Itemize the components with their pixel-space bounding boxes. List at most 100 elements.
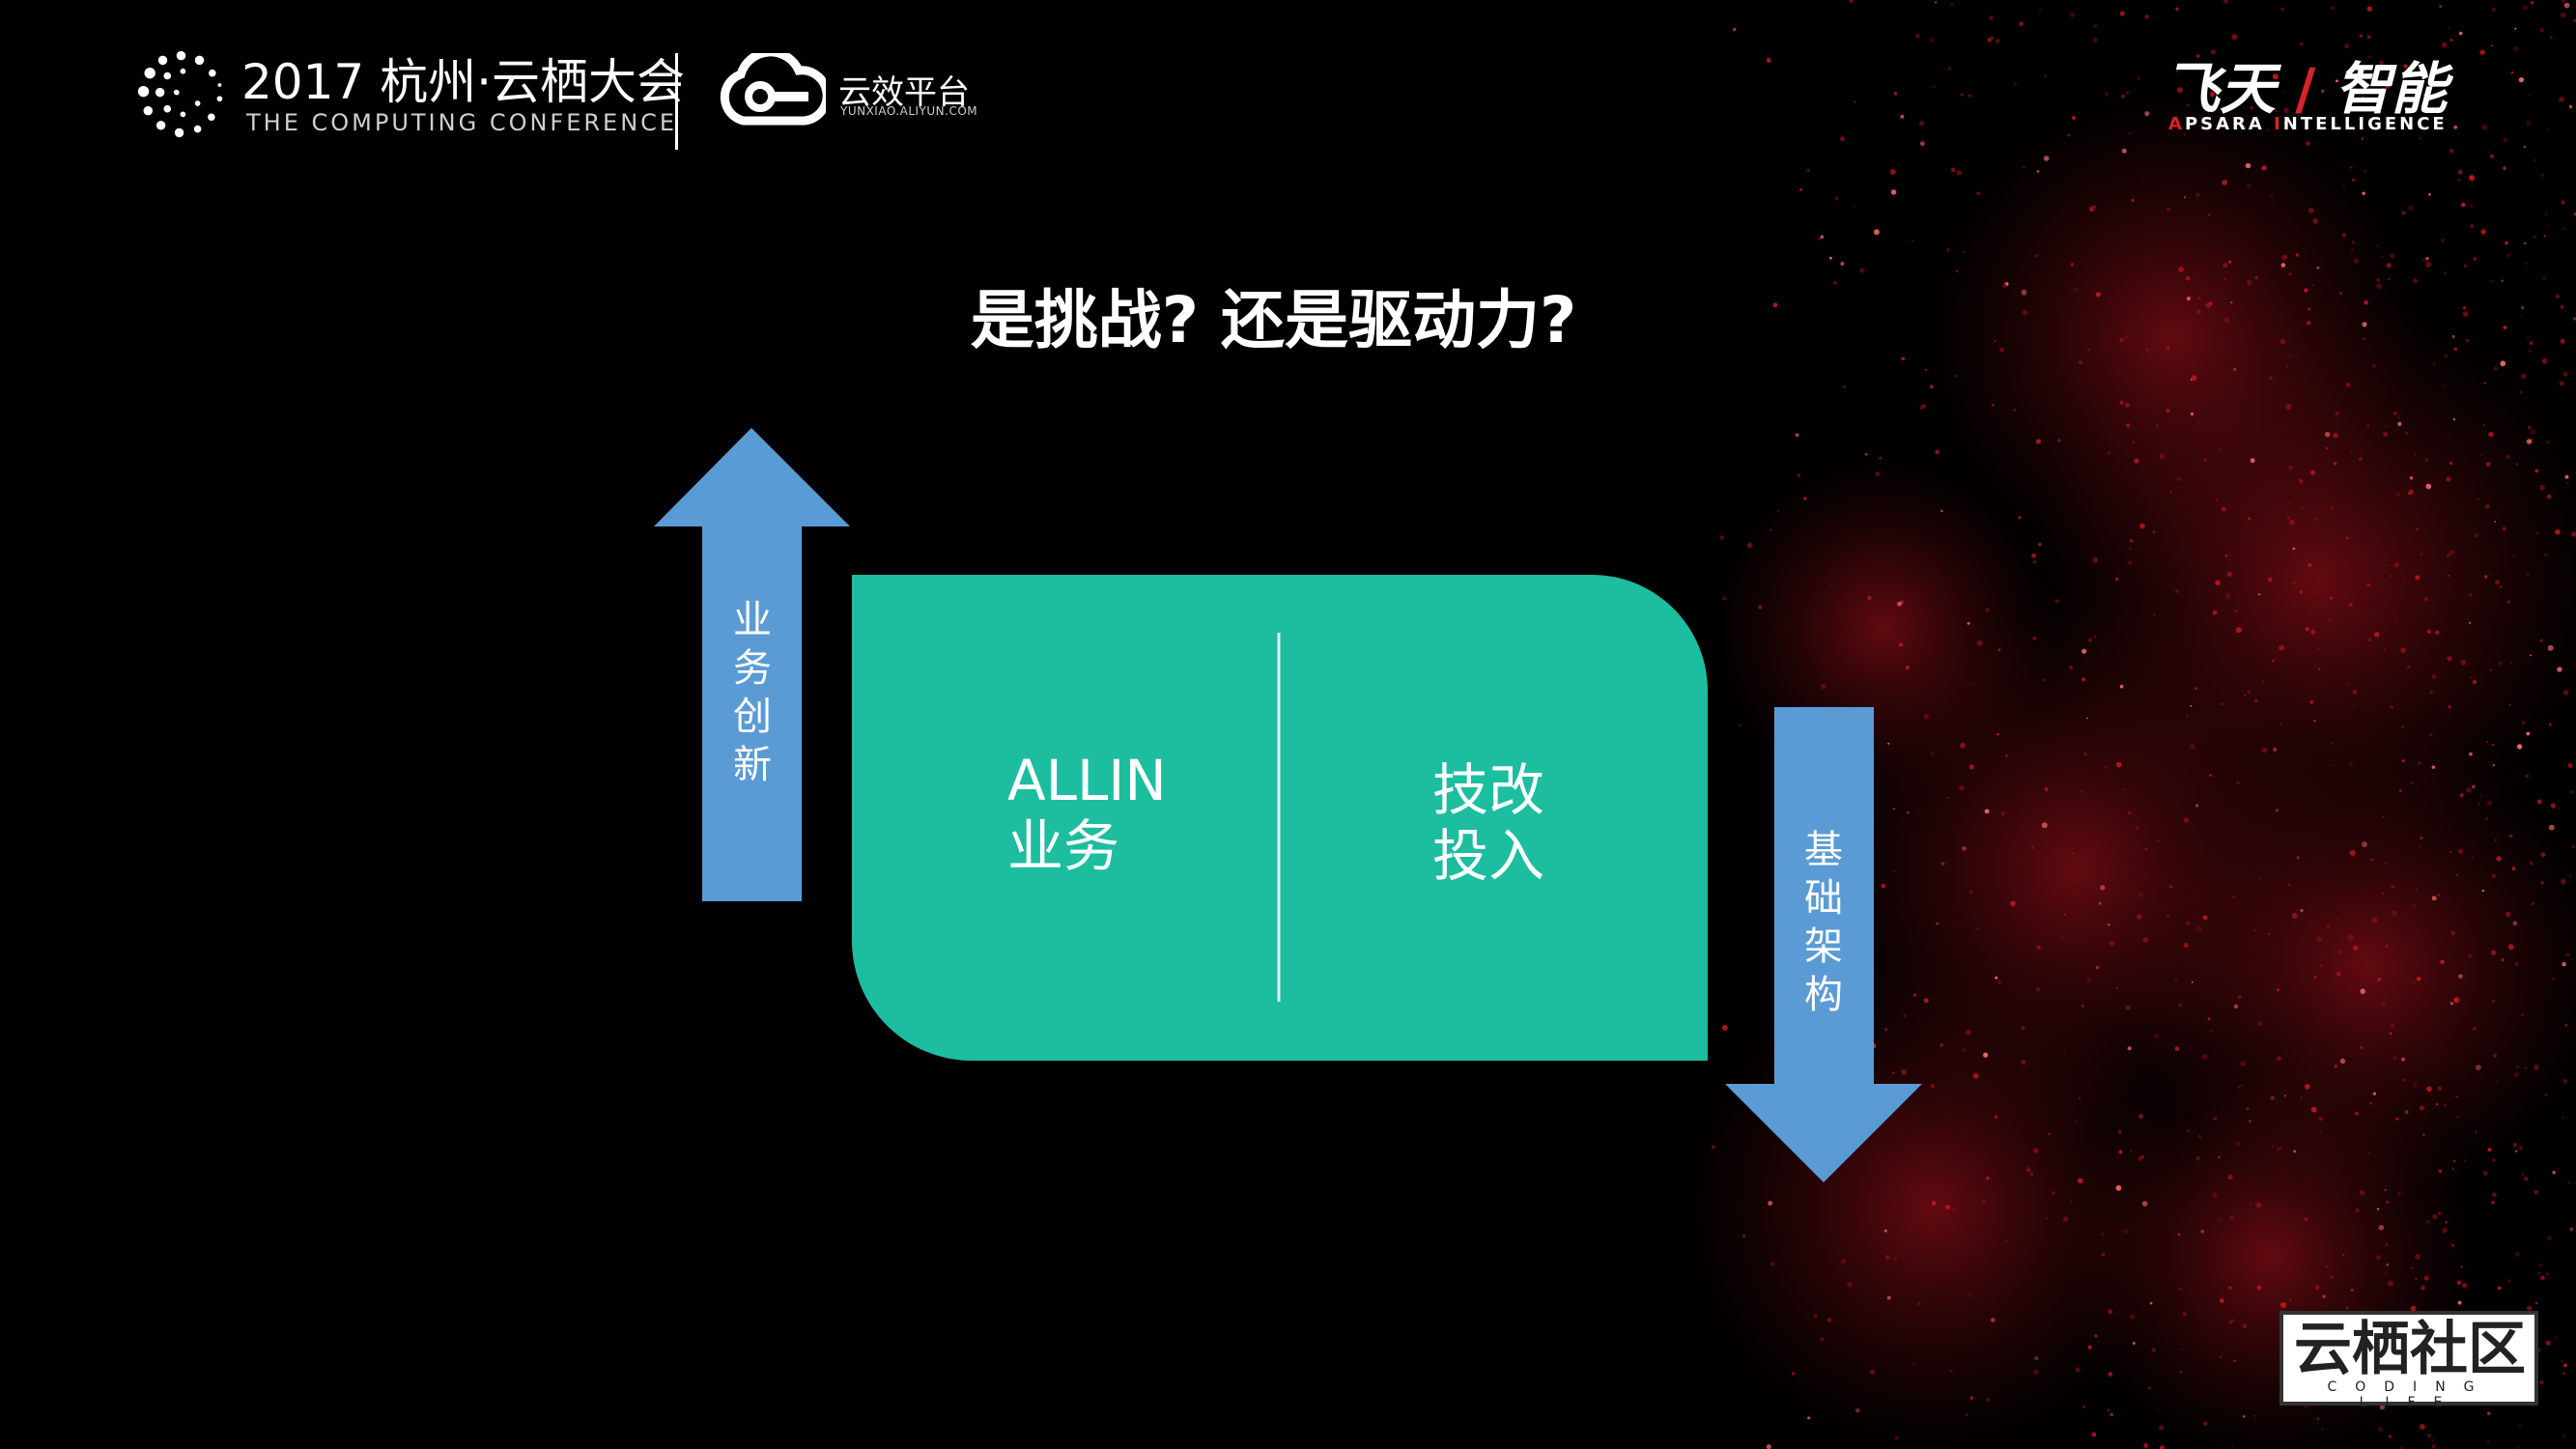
red-particle [2451, 335, 2455, 338]
red-particle [2310, 469, 2315, 475]
red-particle [1770, 1262, 1774, 1266]
red-particle [2213, 1116, 2218, 1121]
red-particle [1884, 1255, 1890, 1260]
red-particle [2378, 60, 2384, 66]
red-particle [2041, 822, 2048, 829]
red-particle [2457, 170, 2463, 175]
red-particle [2287, 502, 2290, 505]
red-particle [2081, 1004, 2084, 1008]
red-particle [2304, 1406, 2307, 1408]
red-particle [2362, 322, 2367, 327]
red-particle [2345, 382, 2351, 387]
red-particle [2331, 6, 2335, 10]
red-particle [2196, 309, 2201, 315]
red-particle [2261, 679, 2265, 684]
red-particle [2079, 360, 2083, 365]
red-particle [2072, 115, 2077, 121]
red-particle [2228, 1286, 2232, 1290]
red-particle [2421, 1300, 2424, 1303]
red-particle [2376, 278, 2380, 282]
red-particle [2493, 1053, 2497, 1058]
red-particle [2021, 289, 2027, 296]
red-particle [2292, 450, 2295, 453]
red-particle [2080, 790, 2082, 793]
red-particle [1989, 15, 1994, 20]
red-particle [2125, 423, 2131, 428]
red-particle [2131, 198, 2135, 202]
red-particle [2481, 124, 2488, 130]
red-particle [1821, 683, 1826, 690]
red-particle [2095, 965, 2100, 970]
red-particle [2092, 556, 2099, 563]
red-particle [2233, 1359, 2236, 1363]
red-particle [2437, 1211, 2442, 1215]
red-particle [2451, 1243, 2454, 1247]
red-particle [2039, 9, 2042, 12]
red-particle [2393, 619, 2397, 623]
red-particle [2300, 590, 2303, 594]
red-particle [2455, 1095, 2458, 1098]
red-particle [2277, 988, 2279, 992]
red-particle [2190, 412, 2194, 416]
red-particle [2428, 732, 2432, 737]
red-particle [2447, 554, 2449, 557]
red-particle [2420, 1285, 2426, 1291]
arrow-down-label: 基 础 架 构 [1795, 826, 1853, 1019]
red-particle [2092, 37, 2098, 43]
red-particle [2422, 94, 2424, 96]
red-particle [2475, 1130, 2477, 1133]
red-particle [1881, 883, 1886, 889]
red-particle [2419, 844, 2421, 847]
red-particle [2030, 846, 2034, 850]
red-particle [2094, 1334, 2098, 1338]
red-particle [2032, 637, 2037, 640]
red-particle [2363, 337, 2365, 340]
red-particle [2307, 321, 2311, 326]
red-particle [2100, 1232, 2105, 1236]
red-particle [1854, 100, 1856, 103]
red-particle [2524, 263, 2528, 266]
red-particle [2240, 1085, 2243, 1087]
red-particle [2397, 421, 2402, 426]
red-particle [2442, 1227, 2449, 1234]
red-particle [2137, 892, 2143, 897]
red-particle [1853, 206, 1855, 208]
red-particle [2561, 878, 2566, 885]
red-particle [2185, 275, 2191, 281]
red-particle [2108, 923, 2110, 926]
red-particle [2207, 1017, 2211, 1021]
red-particle [2037, 542, 2042, 547]
red-particle [1923, 998, 1929, 1004]
red-particle [2567, 763, 2573, 768]
red-particle [2098, 901, 2102, 905]
red-particle [2462, 306, 2467, 310]
red-particle [2487, 1148, 2492, 1152]
business-label: 业务 [1007, 813, 1120, 879]
red-particle [2401, 759, 2405, 763]
red-particle [2537, 1271, 2541, 1275]
red-particle [2477, 803, 2480, 805]
red-particle [2465, 1012, 2468, 1015]
red-particle [2460, 947, 2462, 950]
red-particle [2564, 1023, 2568, 1027]
red-particle [2506, 253, 2511, 258]
red-particle [2119, 11, 2125, 16]
red-particle [2322, 1294, 2326, 1298]
red-particle [2386, 263, 2392, 269]
red-particle [2462, 311, 2469, 317]
red-particle [2421, 73, 2424, 76]
red-particle [2421, 1133, 2425, 1137]
red-particle [2526, 439, 2533, 444]
red-particle [2069, 666, 2074, 670]
red-particle [2353, 258, 2360, 264]
red-particle [1901, 356, 1906, 361]
red-particle [2115, 1184, 2122, 1191]
red-particle [2292, 547, 2296, 551]
red-particle [2547, 644, 2554, 651]
red-particle [2540, 173, 2545, 178]
red-particle [2270, 1095, 2275, 1100]
red-particle [1826, 1318, 1832, 1322]
red-particle [2177, 87, 2183, 94]
red-particle [1840, 136, 1846, 142]
red-particle [2057, 439, 2061, 442]
